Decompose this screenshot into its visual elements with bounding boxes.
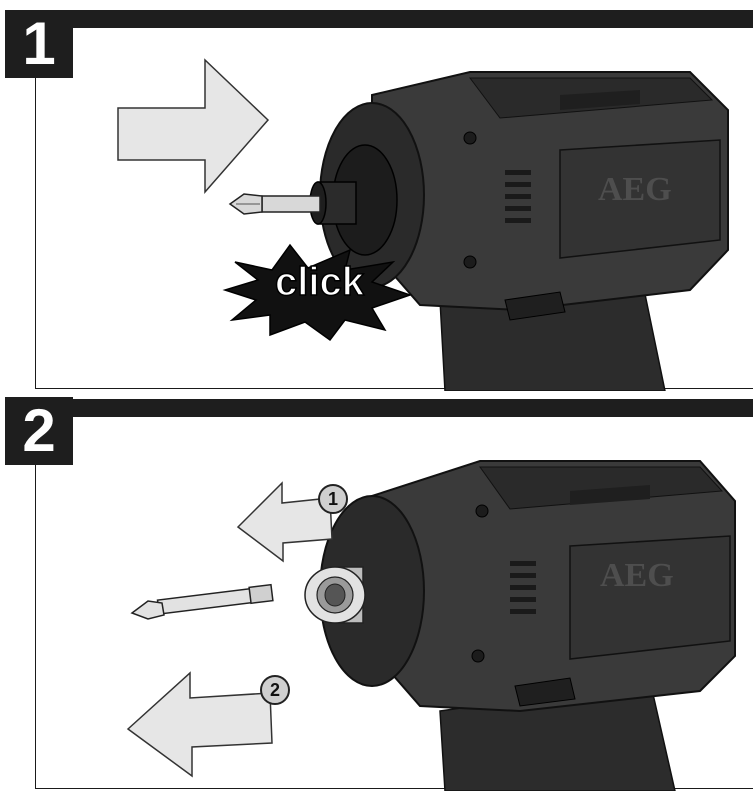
step-2-panel: 2 AEG <box>0 391 753 791</box>
arrow-left-icon <box>126 671 273 778</box>
step-1-illustration: AEG <box>117 58 729 391</box>
step-2-number: 2 <box>5 397 73 465</box>
step-1-number: 1 <box>5 10 73 78</box>
click-burst-icon <box>222 243 413 342</box>
callout-1: 1 <box>318 484 348 514</box>
bit-holder-icon <box>304 566 366 624</box>
impact-driver-icon: AEG <box>319 460 736 791</box>
callout-2: 2 <box>260 675 290 705</box>
bit-holder-icon <box>309 181 357 225</box>
arrow-left-icon <box>236 481 333 563</box>
impact-driver-icon: AEG <box>319 71 729 391</box>
brand-logo: AEG <box>598 171 672 208</box>
step-2-illustration: AEG <box>126 460 736 791</box>
step-1-header-bar <box>35 10 753 28</box>
step-2-header-bar <box>35 399 753 417</box>
brand-logo: AEG <box>600 557 674 594</box>
arrow-right-icon <box>117 58 270 194</box>
click-label: click <box>274 260 364 304</box>
screwdriver-bit-icon <box>228 193 321 215</box>
screwdriver-bit-icon <box>130 583 274 620</box>
step-1-panel: 1 <box>0 0 753 391</box>
